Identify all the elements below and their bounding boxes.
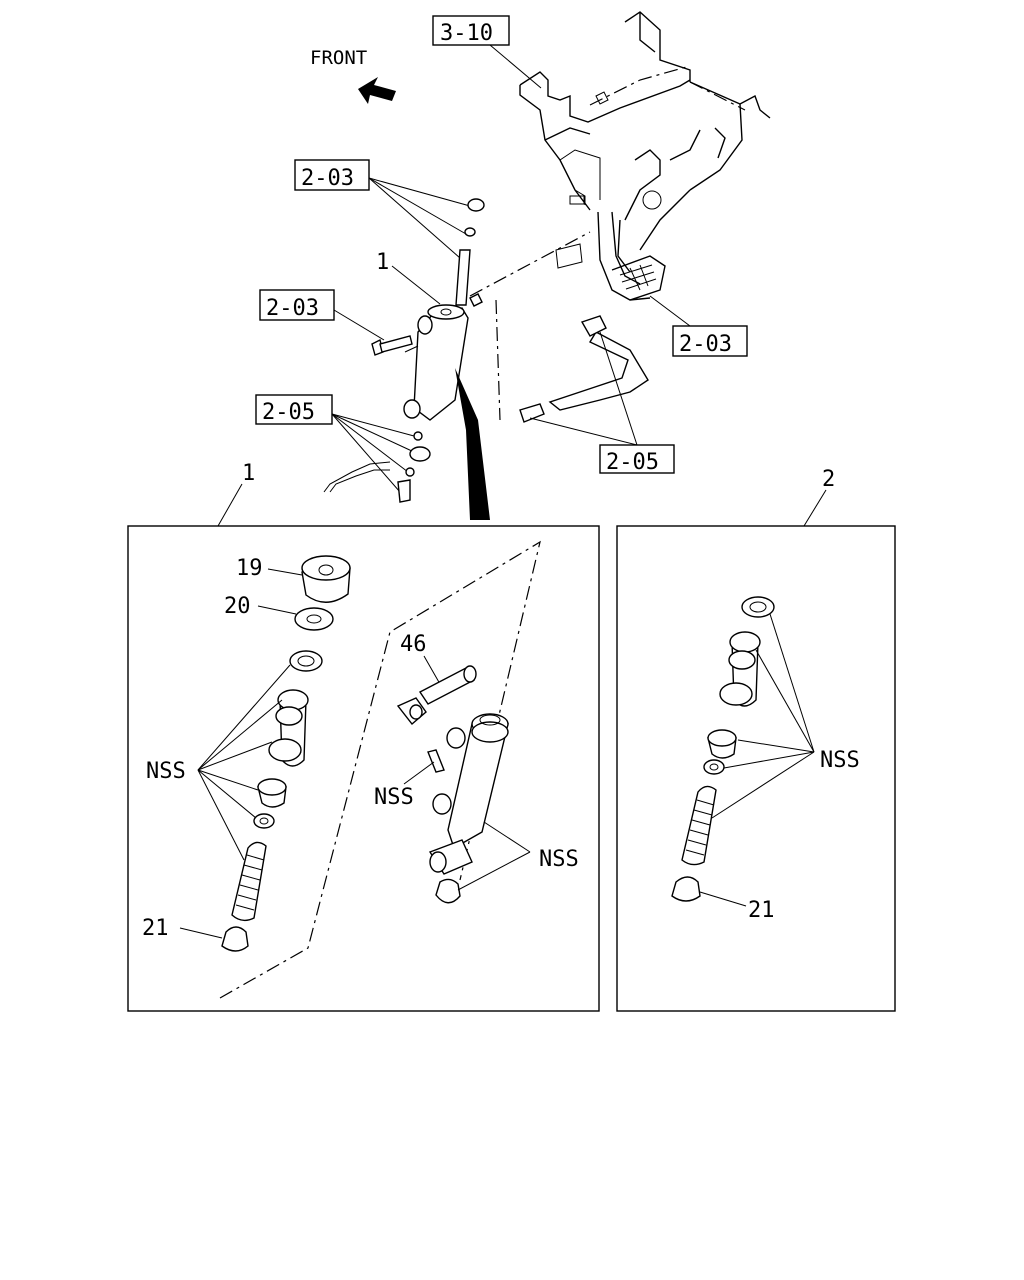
- item-20-label: 20: [224, 594, 251, 619]
- piston-kit-2: [681, 596, 775, 866]
- ref-box-2-03-bolt[interactable]: 2-03: [259, 289, 335, 321]
- clutch-master-cylinder: [403, 293, 483, 421]
- clutch-hose: [495, 299, 649, 423]
- clutch-pedal: [555, 211, 666, 301]
- detail-2-frame: [616, 525, 896, 1012]
- ref-box-2-03-top[interactable]: 2-03: [294, 159, 370, 191]
- boot-21-detail2: [671, 876, 701, 902]
- ref-box-2-05-right[interactable]: 2-05: [599, 444, 675, 475]
- nss-label-detail1-left: NSS: [146, 759, 186, 784]
- ref-2-05-right-text: 2-05: [606, 450, 659, 475]
- item-21-label-detail1: 21: [142, 916, 169, 941]
- pipe-fittings-left: [323, 431, 431, 503]
- nss-label-detail1-right: NSS: [539, 847, 579, 872]
- detail-1-frame: [127, 525, 600, 1012]
- item-19-label: 19: [236, 556, 263, 581]
- washer-20: [294, 607, 334, 631]
- ref-3-10-text: 3-10: [440, 21, 493, 46]
- piston-kit-1: [231, 650, 323, 922]
- ref-2-05-left-text: 2-05: [262, 400, 315, 425]
- nss-label-detail1-mid: NSS: [374, 785, 414, 810]
- pin-detail: [427, 749, 445, 773]
- master-cylinder-body-detail: [428, 713, 509, 904]
- detail-1-label: 1: [242, 461, 255, 486]
- ref-2-03-pedal-text: 2-03: [679, 332, 732, 357]
- banjo-fitting: [455, 198, 485, 306]
- item-46-label: 46: [400, 632, 427, 657]
- mounting-bolt: [371, 335, 413, 356]
- front-arrow-icon: [358, 77, 396, 104]
- item-21-label-detail2: 21: [748, 898, 775, 923]
- item-1-label: 1: [376, 250, 389, 275]
- ref-box-3-10[interactable]: 3-10: [432, 15, 510, 46]
- ref-box-2-03-pedal[interactable]: 2-03: [672, 325, 748, 357]
- reservoir-cap-19: [301, 555, 351, 603]
- ref-2-03-top-text: 2-03: [301, 166, 354, 191]
- detail-pointer: [455, 368, 490, 520]
- ref-2-03-bolt-text: 2-03: [266, 296, 319, 321]
- boot-21-detail1: [221, 926, 249, 952]
- pedal-bracket: [519, 11, 771, 251]
- fitting-46: [396, 665, 477, 726]
- front-label: FRONT: [310, 47, 367, 69]
- ref-box-2-05-left[interactable]: 2-05: [255, 394, 333, 425]
- detail-2-label: 2: [822, 467, 835, 492]
- nss-label-detail2: NSS: [820, 748, 860, 773]
